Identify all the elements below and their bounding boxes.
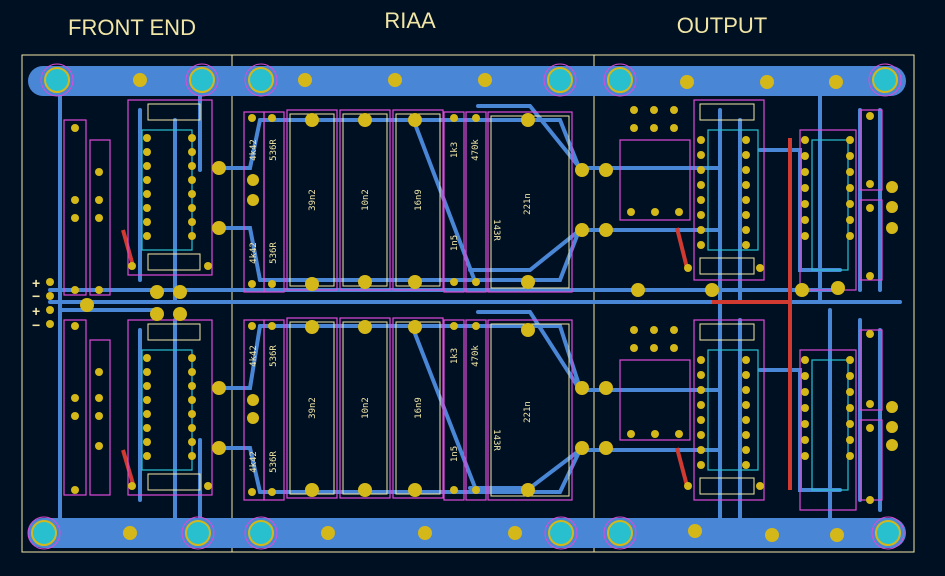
input-marker-4: − — [32, 317, 40, 333]
label-top-r8: 536R — [269, 242, 279, 264]
red-traces — [121, 138, 792, 490]
label-bottom-r2: 536R — [269, 345, 279, 367]
label-bottom-r4: 470k — [471, 345, 481, 367]
title-riaa: RIAA — [384, 8, 436, 33]
label-bottom-c4: 221n — [523, 401, 533, 423]
label-bottom-r7: 4k42 — [249, 451, 259, 473]
label-bottom-r3: 1k3 — [450, 348, 460, 364]
label-top-r4: 470k — [471, 139, 481, 161]
label-top-c1: 39n2 — [308, 189, 318, 211]
label-bottom-r6: 1n5 — [450, 446, 460, 462]
label-top-c3: 16n9 — [414, 189, 424, 211]
label-top-r3: 1k3 — [450, 142, 460, 158]
supply-rail-bottom — [28, 518, 906, 548]
input-marker-3: + — [32, 303, 40, 319]
title-output: OUTPUT — [677, 13, 767, 38]
label-bottom-c2: 10n2 — [361, 397, 371, 419]
title-front-end: FRONT END — [68, 15, 196, 40]
label-top-r6: 1n5 — [450, 235, 460, 251]
component-outlines — [63, 99, 883, 511]
label-top-r2: 536R — [269, 139, 279, 161]
label-top-c2: 10n2 — [361, 189, 371, 211]
label-bottom-r5: 143R — [491, 429, 501, 451]
pads — [80, 73, 898, 542]
board-outline — [21, 54, 915, 553]
supply-rail-top — [28, 66, 906, 96]
label-bottom-r8: 536R — [269, 451, 279, 473]
label-bottom-c1: 39n2 — [308, 397, 318, 419]
label-top-r7: 4k42 — [249, 242, 259, 264]
input-marker-2: − — [32, 288, 40, 304]
label-top-r5: 143R — [491, 219, 501, 241]
input-marker-1: + — [32, 275, 40, 291]
mounting-holes — [27, 63, 905, 550]
label-bottom-c3: 16n9 — [414, 397, 424, 419]
label-top-r1: 4k42 — [249, 139, 259, 161]
label-top-c4: 221n — [523, 193, 533, 215]
pin-rows — [46, 106, 874, 504]
label-bottom-r1: 4k42 — [249, 345, 259, 367]
